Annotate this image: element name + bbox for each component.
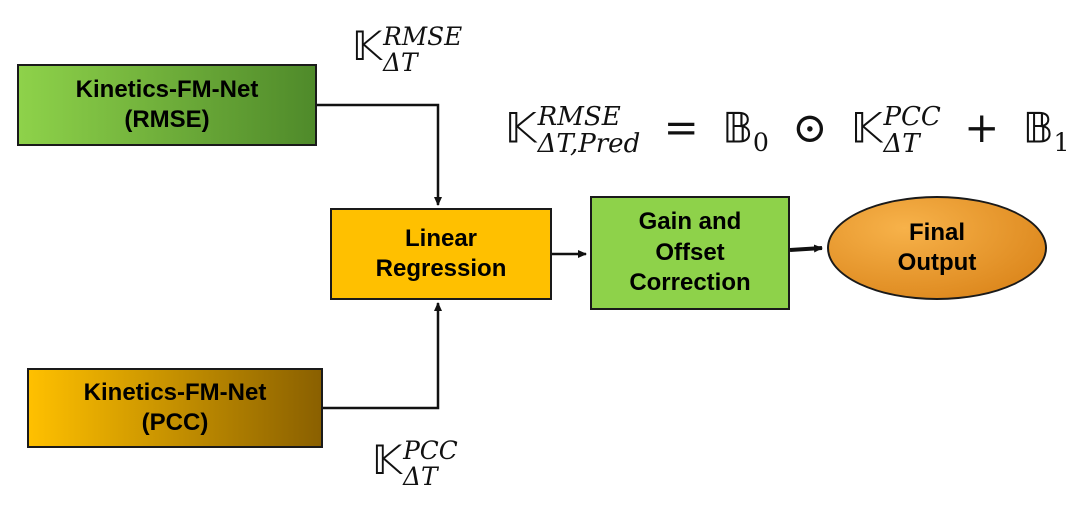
pcc-symbol-sub: ΔT	[403, 462, 438, 492]
kinetics-rmse-line1: Kinetics-FM-Net	[75, 75, 259, 103]
rmse-symbol-base: 𝕂	[352, 24, 383, 71]
linear-regression-box: Linear Regression	[330, 208, 552, 300]
gain-offset-correction-box: Gain and Offset Correction	[590, 196, 790, 310]
linear-regression-line2: Regression	[375, 255, 507, 282]
final-output-ellipse: Final Output	[827, 196, 1047, 300]
arrow-gain-to-final	[789, 244, 823, 253]
eq-lhs-base: 𝕂	[505, 103, 537, 153]
gain-line3: Correction	[629, 269, 751, 297]
gain-line2: Offset	[655, 238, 725, 266]
eq-b0-base: 𝔹	[722, 103, 753, 153]
kinetics-pcc-line1: Kinetics-FM-Net	[83, 378, 267, 406]
pcc-symbol-sup: PCC	[403, 436, 458, 465]
arrow-rmse-to-regression	[317, 103, 442, 206]
eq-lhs-sup: RMSE	[537, 102, 621, 132]
eq-b1-base: 𝔹	[1022, 103, 1054, 153]
final-output-line1: Final	[908, 218, 965, 246]
eq-lhs-sub-pred: ,Pred	[569, 129, 641, 160]
eq-k-sup: PCC	[883, 102, 941, 132]
kinetics-pcc-line2: (PCC)	[141, 409, 209, 436]
eq-k-base: 𝕂	[850, 103, 883, 153]
eq-b1-sub: 1	[1053, 128, 1068, 158]
final-output-line2: Output	[897, 249, 977, 276]
eq-lhs-sub-delta: ΔT	[537, 129, 570, 160]
kinetics-fm-net-pcc-box: Kinetics-FM-Net (PCC)	[27, 368, 323, 448]
eq-k-sub: ΔT	[883, 129, 920, 160]
arrow-pcc-to-regression	[323, 302, 442, 410]
eq-b0-sub: 0	[752, 128, 769, 158]
pcc-symbol-base: 𝕂	[372, 438, 403, 485]
kinetics-fm-net-rmse-box: Kinetics-FM-Net (RMSE)	[17, 64, 317, 146]
gain-line1: Gain and	[638, 208, 742, 236]
rmse-symbol-sup: RMSE	[383, 22, 463, 51]
eq-odot: ⊙	[792, 103, 828, 153]
kinetics-rmse-line2: (RMSE)	[124, 106, 210, 133]
eq-plus: +	[964, 103, 1000, 153]
rmse-symbol-sub: ΔT	[383, 48, 418, 78]
linear-regression-line1: Linear	[404, 224, 478, 252]
eq-equals: =	[663, 103, 699, 153]
